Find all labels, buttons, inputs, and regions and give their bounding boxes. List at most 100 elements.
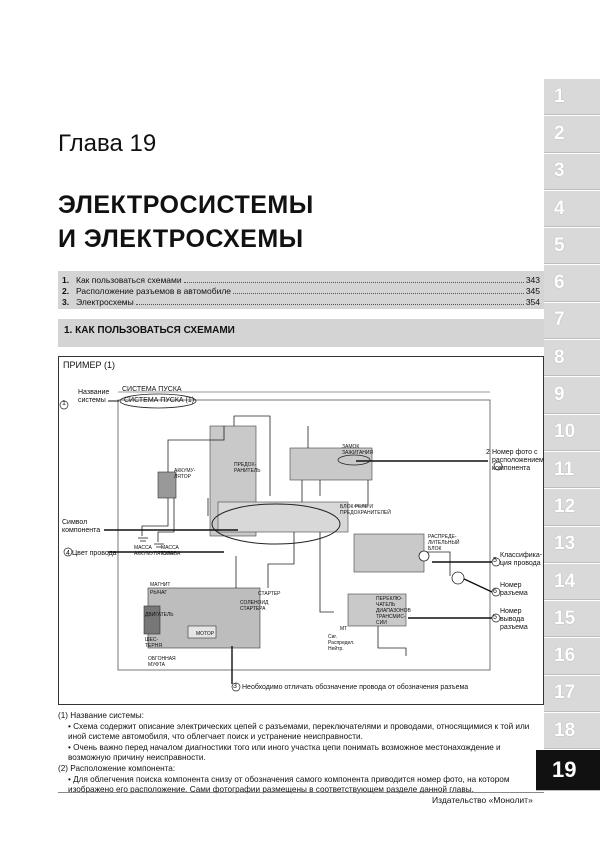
toc-text: Как пользоваться схемами	[76, 275, 182, 285]
tab-9[interactable]: 9	[544, 376, 600, 414]
photo-number-label: Номер фото с расположением компонента	[492, 449, 544, 472]
engine-shape	[143, 605, 161, 635]
neutral-label: Сиг. Распредел. Нейтр.	[328, 634, 355, 652]
tab-8[interactable]: 8	[544, 339, 600, 377]
ignition-block-shape	[289, 447, 373, 481]
tab-14[interactable]: 14	[544, 562, 600, 601]
gear-label: ШЕС-ТЕРНЯ	[145, 637, 162, 649]
tab-11[interactable]: 11	[544, 450, 600, 489]
wire	[141, 498, 169, 536]
ignition-label: ЗАМОК ЗАЖИГАНИЯ	[342, 444, 374, 456]
toc-item[interactable]: 1. Как пользоваться схемами 343	[58, 275, 544, 286]
callout-3-circle	[231, 682, 241, 692]
diagram-frame	[117, 399, 491, 671]
toc-num: 1.	[62, 275, 70, 285]
tab-2[interactable]: 2	[544, 115, 600, 153]
tab-18[interactable]: 18	[544, 712, 600, 750]
callout-arrows	[104, 460, 493, 684]
toc-page: 343	[525, 275, 540, 285]
callout-2-circle	[493, 461, 503, 471]
figure-title: ПРИМЕР (1)	[63, 360, 115, 370]
pin-number-label: Номер вывода разъема	[500, 608, 528, 631]
wire-color-label: Цвет провода	[72, 550, 117, 557]
toc-text: Электросхемы	[76, 297, 134, 307]
chapter-title-line1: ЭЛЕКТРОСИСТЕМЫ	[58, 191, 314, 219]
tab-17[interactable]: 17	[544, 674, 600, 713]
tab-4[interactable]: 4	[544, 189, 600, 228]
toc-page: 345	[525, 286, 540, 296]
note-heading: (2) Расположение компонента:	[58, 763, 176, 773]
toc-num: 3.	[62, 297, 70, 307]
chapter-label: Глава 19	[58, 130, 157, 157]
toc-text: Расположение разъемов в автомобиле	[76, 286, 232, 296]
wire	[157, 498, 175, 542]
wire	[233, 415, 271, 496]
table-of-contents: 1. Как пользоваться схемами 343 2. Распо…	[58, 271, 544, 309]
tab-13[interactable]: 13	[544, 525, 600, 563]
magnet-label: МАГНИТ	[150, 582, 171, 588]
tab-16[interactable]: 16	[544, 637, 600, 675]
toc-num: 2.	[62, 286, 70, 296]
mt-label: МТ	[340, 626, 348, 632]
mass-body-label: МАССА КУЗОВА	[161, 545, 181, 557]
fuse-label: ПРЕДОХ-РАНИТЕЛЬ	[234, 462, 261, 474]
note-bullet: • Для облегчения поиска компонента снизу…	[68, 774, 510, 795]
callout-4-circle	[63, 547, 73, 557]
component-symbol-ellipse	[211, 503, 341, 545]
tab-5[interactable]: 5	[544, 227, 600, 265]
switch-block-shape	[347, 593, 407, 627]
callout-5b-circle	[491, 613, 501, 623]
toc-item[interactable]: 2. Расположение разъемов в автомобиле 34…	[58, 286, 544, 297]
tab-7[interactable]: 7	[544, 301, 600, 340]
classification-circle	[418, 550, 430, 562]
callout-5-circle	[491, 557, 501, 567]
distribution-block-shape	[353, 533, 425, 573]
wire	[424, 551, 451, 576]
wiring-diagram	[59, 391, 503, 692]
wire	[377, 626, 407, 656]
chapter-title: ЭЛЕКТРОСИСТЕМЫ И ЭЛЕКТРОСХЕМЫ	[58, 188, 314, 256]
toc-page: 354	[525, 297, 540, 307]
bottom-note: Необходимо отличать обозначение провода …	[242, 684, 469, 691]
footer-divider	[58, 792, 544, 793]
tab-6[interactable]: 6	[544, 264, 600, 302]
wire	[354, 480, 369, 507]
callout-6-circle	[491, 587, 501, 597]
wire	[167, 426, 225, 472]
toc-item[interactable]: 3. Электросхемы 354	[58, 297, 544, 308]
toc-leader	[135, 297, 524, 305]
system-header: СИСТЕМА ПУСКА	[122, 386, 182, 393]
classification-label: Классифика-ция провода	[500, 552, 543, 567]
system-name-ellipse	[119, 393, 197, 409]
wire	[319, 556, 334, 613]
lever-label: РЫЧАГ	[150, 590, 168, 596]
tab-3[interactable]: 3	[544, 152, 600, 190]
tab-1[interactable]: 1	[544, 78, 600, 116]
component-symbol-label: Символ компонента	[62, 519, 101, 534]
section-heading: 1. КАК ПОЛЬЗОВАТЬСЯ СХЕМАМИ	[58, 319, 544, 347]
note-heading: (1) Название системы:	[58, 711, 144, 720]
relay-block-label: БЛОК РЕЛЕ И ПРЕДОХРАНИТЕЛЕЙ	[340, 504, 391, 516]
relay-block-shape	[217, 501, 349, 533]
tab-10[interactable]: 10	[544, 413, 600, 451]
wire	[267, 532, 295, 588]
callout-2: 2	[486, 449, 542, 457]
note-bullet: • Схема содержит описание электрических …	[68, 721, 530, 742]
connector-circle	[451, 571, 465, 585]
distribution-label: РАСПРЕДЕ-ЛИТЕЛЬНЫЙ БЛОК	[428, 534, 460, 552]
note-bullet: • Очень важно перед началом диагностики …	[68, 742, 501, 763]
motor-label: МОТОР	[196, 631, 215, 637]
engine-label: ДВИГАТЕЛЬ	[145, 612, 174, 618]
callout-5b: 5	[493, 614, 497, 621]
toc-leader	[183, 275, 524, 283]
tab-15[interactable]: 15	[544, 600, 600, 638]
tab-12[interactable]: 12	[544, 488, 600, 526]
callout-6: 6	[493, 588, 497, 595]
battery-label: АККУМУ-ЛЯТОР	[174, 468, 196, 480]
ground-symbols	[138, 537, 164, 548]
toc-leader	[233, 286, 524, 294]
starter-label: СТАРТЕР	[258, 591, 281, 597]
notes: (1) Название системы: • Схема содержит о…	[58, 711, 544, 796]
tab-19-active[interactable]: 19	[536, 749, 600, 792]
mass-battery-label: МАССА АККУМУЛЯТОРА	[134, 545, 174, 557]
